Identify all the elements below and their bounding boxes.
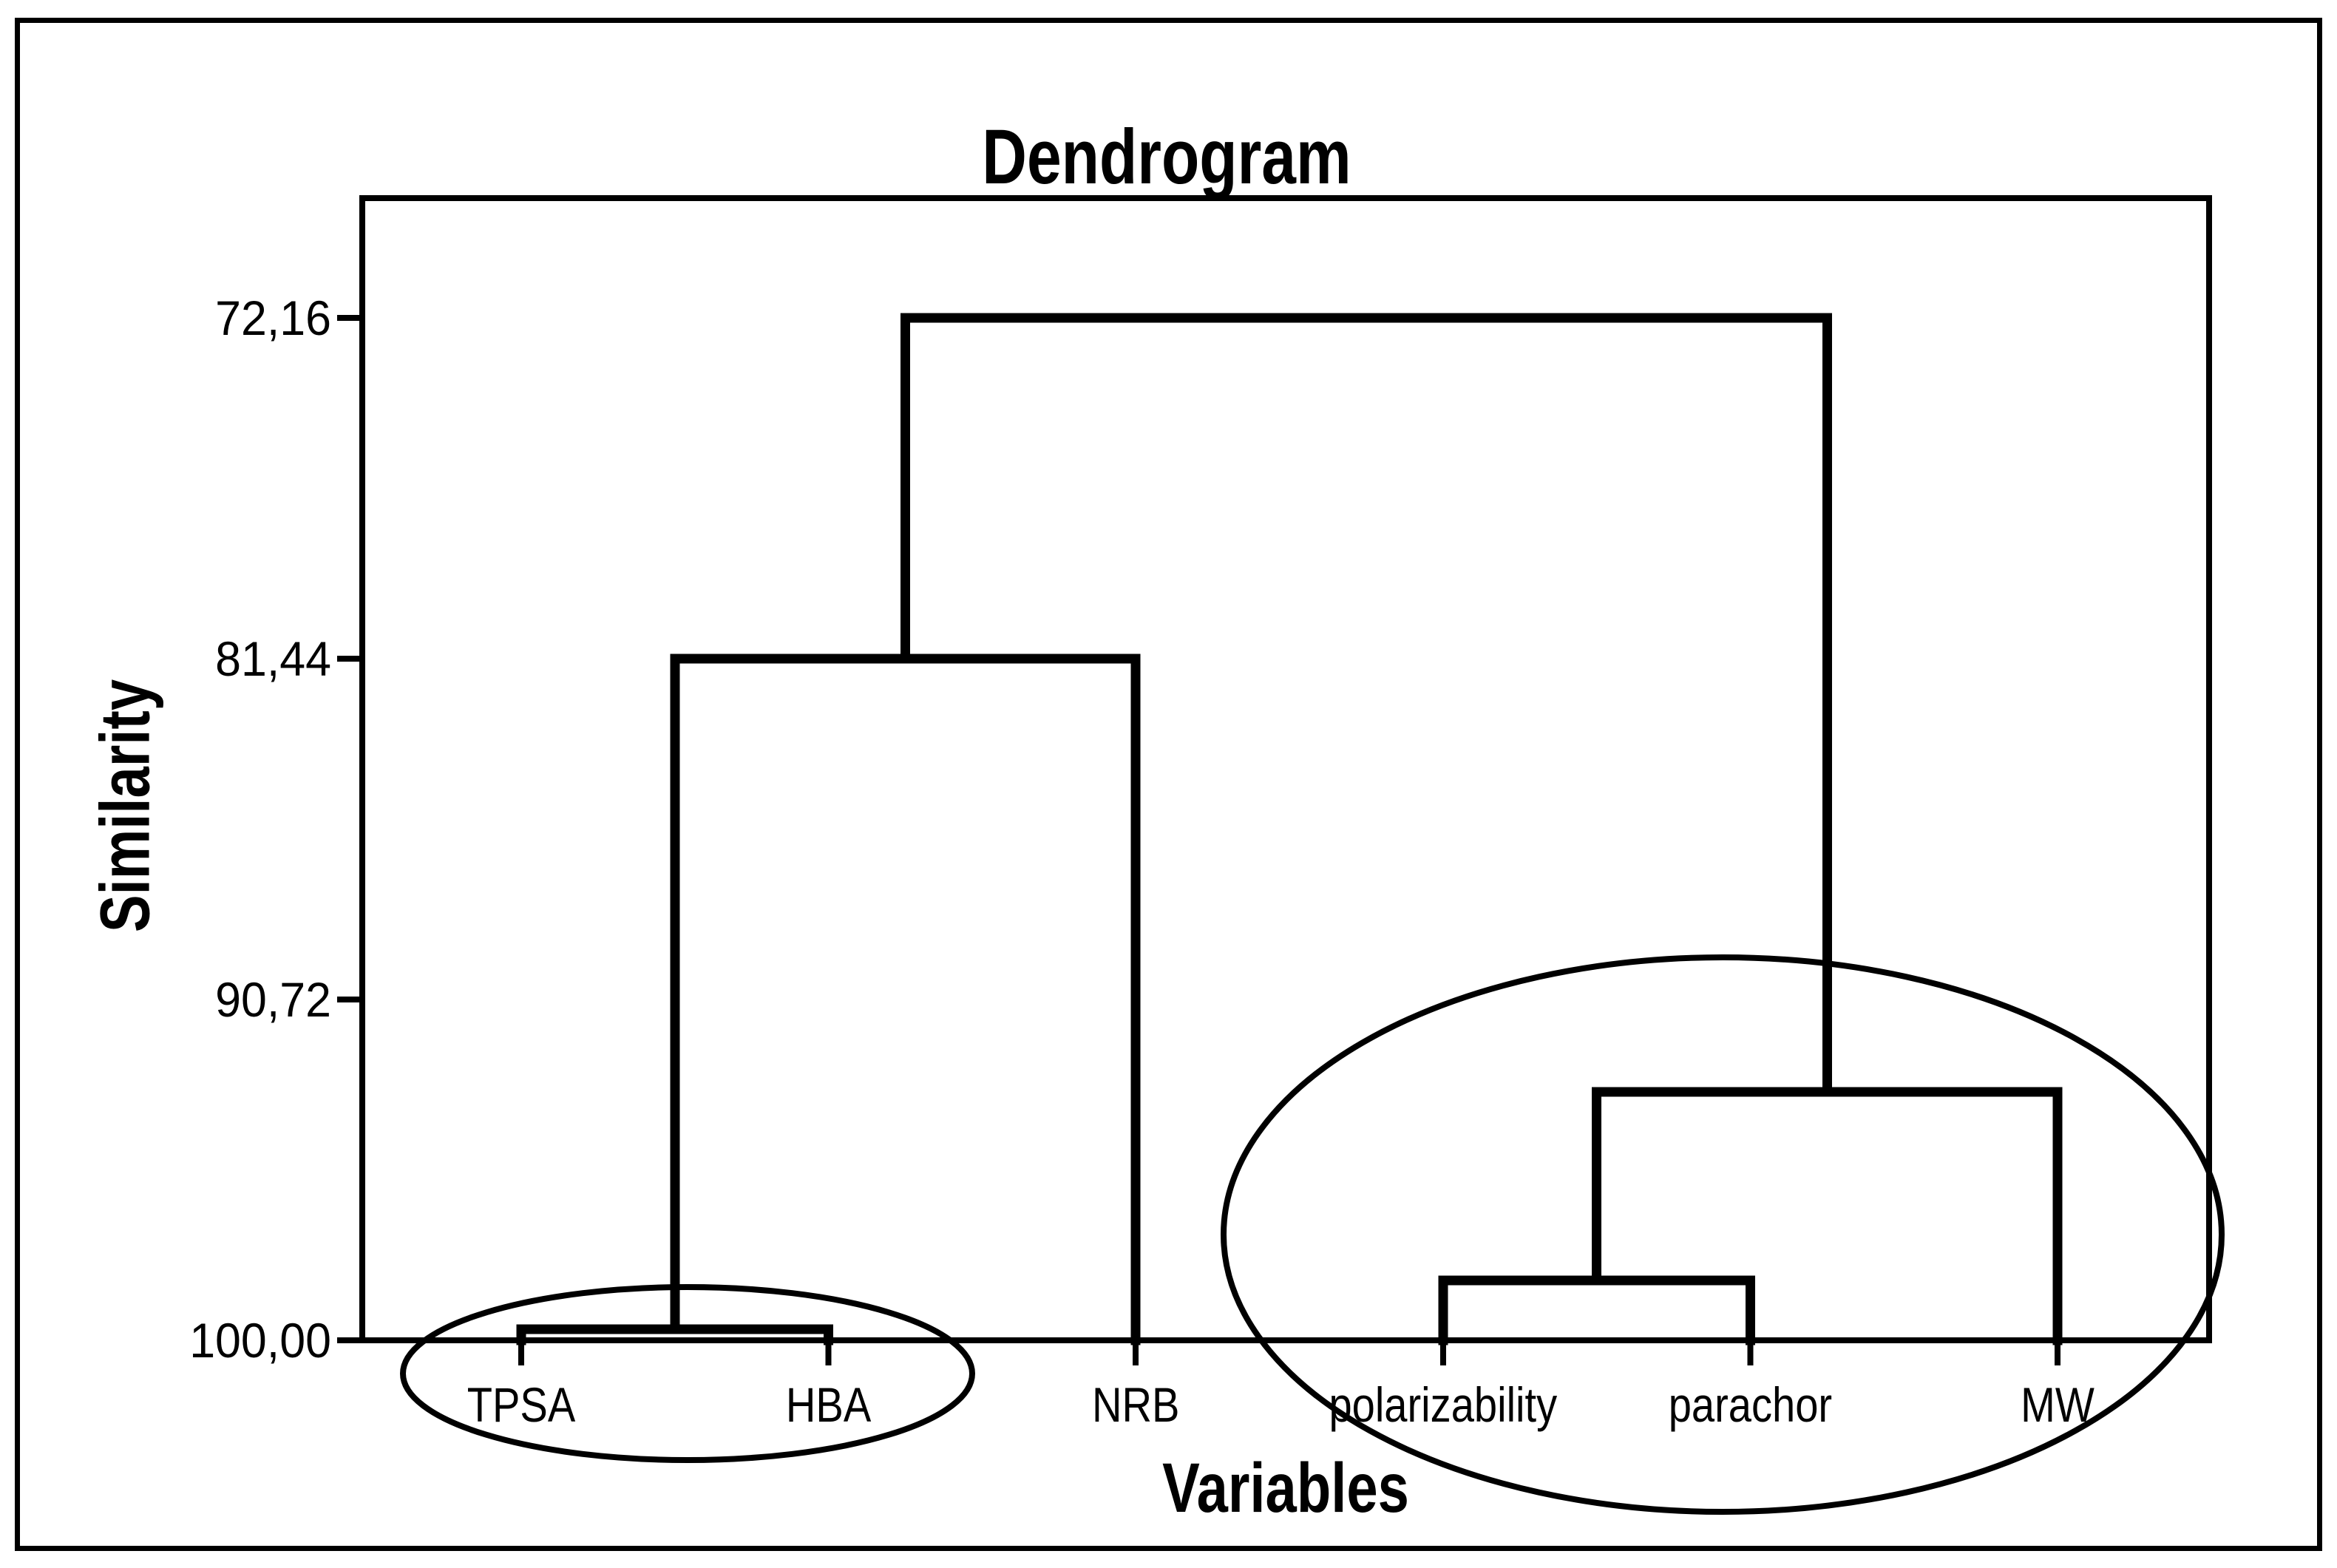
chart-title: Dendrogram	[982, 114, 1351, 200]
y-tick-labels: 72,16 81,44 90,72 100,00	[189, 291, 331, 1368]
cluster-ellipse-polarizability-parachor-MW	[1221, 954, 2225, 1515]
axis-ticks	[337, 314, 2060, 1365]
y-tick-label: 81,44	[215, 631, 331, 686]
leaf-label-polarizability: polarizability	[1329, 1377, 1557, 1432]
leaf-label-parachor: parachor	[1669, 1377, 1832, 1432]
cluster-ellipse-TPSA-HBA	[400, 1284, 975, 1463]
x-axis-title: Variables	[1162, 1449, 1409, 1527]
y-axis-title: Similarity	[86, 679, 164, 932]
y-tick-label: 90,72	[215, 972, 331, 1027]
y-tick-label: 72,16	[215, 291, 331, 345]
plot-frame	[359, 195, 2212, 1343]
dendrogram-tree	[516, 313, 2063, 1345]
leaf-label-NRB: NRB	[1092, 1377, 1180, 1432]
leaf-label-TPSA: TPSA	[467, 1377, 576, 1432]
figure-border	[15, 18, 2322, 1551]
x-leaf-labels: TPSA HBA NRB polarizability parachor MW	[467, 1377, 2095, 1432]
y-tick-label: 100,00	[189, 1313, 331, 1368]
leaf-label-MW: MW	[2021, 1377, 2095, 1432]
leaf-label-HBA: HBA	[786, 1377, 871, 1432]
cluster-ellipses	[400, 954, 2225, 1515]
